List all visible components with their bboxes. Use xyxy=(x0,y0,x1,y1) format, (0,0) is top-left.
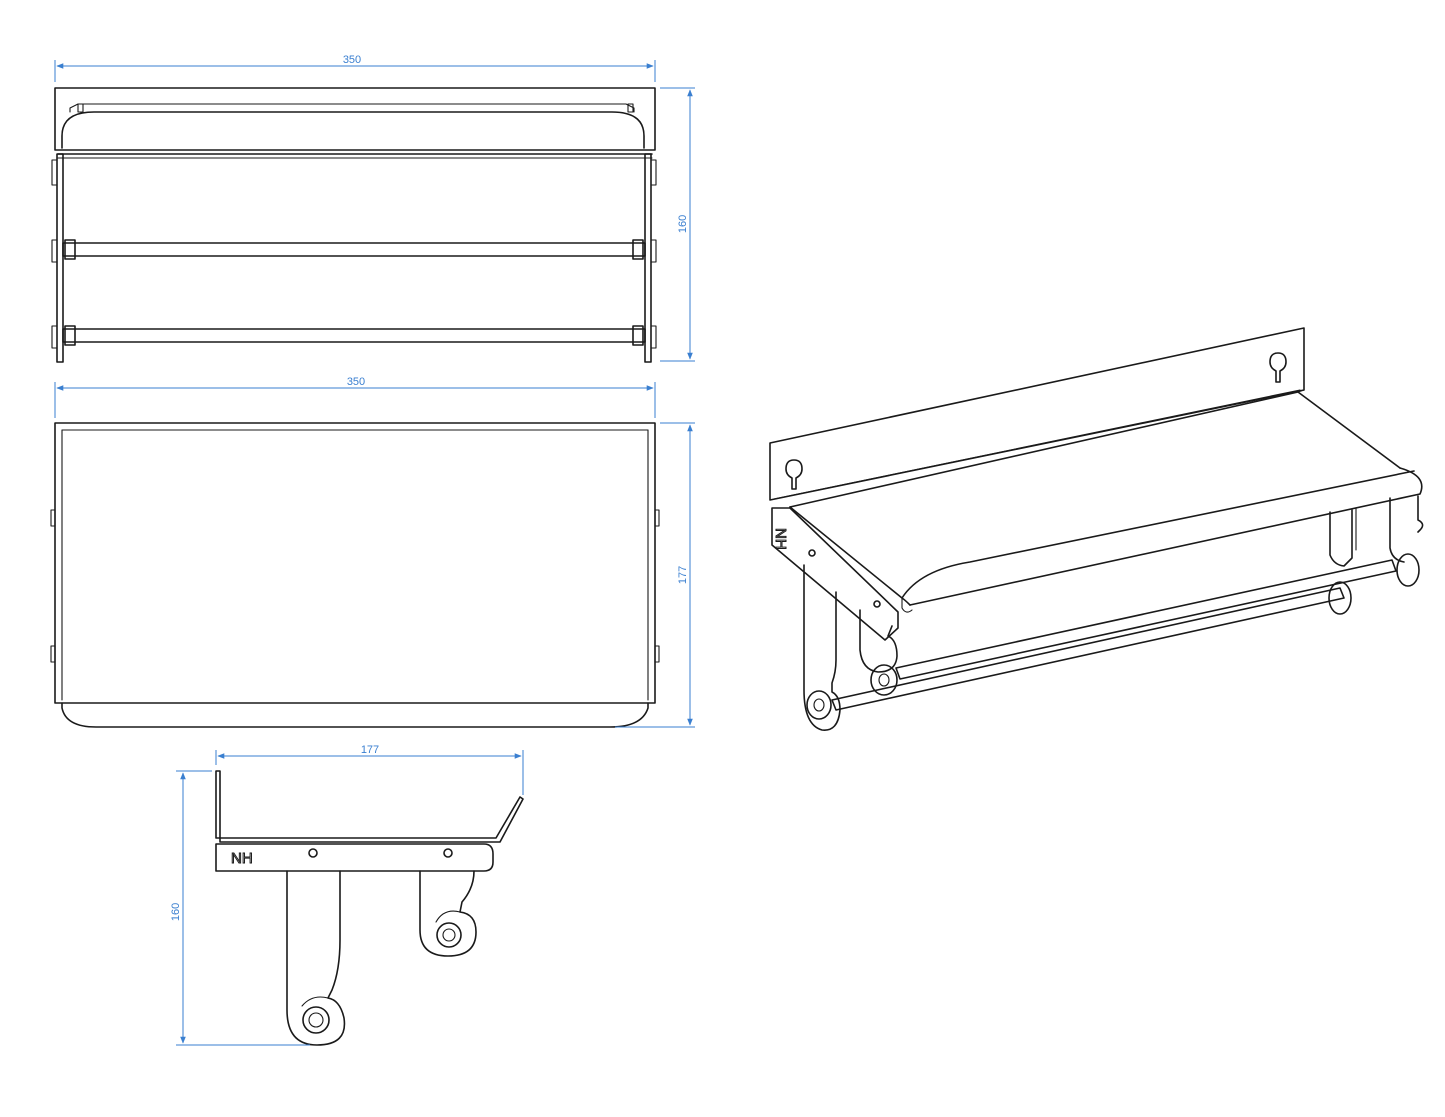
front-view-depth-label: 177 xyxy=(677,566,689,584)
top-view-width-dimension: 350 xyxy=(54,54,656,82)
top-view-height-label: 160 xyxy=(677,215,689,233)
top-view-height-dimension: 160 xyxy=(660,87,695,362)
front-view xyxy=(50,422,660,728)
side-view-height-label: 160 xyxy=(170,903,182,921)
isometric-view: NH xyxy=(769,327,1424,731)
side-view-height-dimension: 160 xyxy=(170,770,310,1046)
keyhole-left xyxy=(785,459,803,490)
isometric-brand-mark: NH xyxy=(772,528,789,550)
side-view: NH xyxy=(215,770,524,1046)
front-view-width-label: 350 xyxy=(347,376,365,388)
top-view-width-label: 350 xyxy=(343,54,361,66)
front-view-depth-dimension: 177 xyxy=(615,422,695,728)
side-view-brand-mark: NH xyxy=(231,850,253,867)
front-view-width-dimension: 350 xyxy=(54,376,656,418)
top-view xyxy=(51,87,657,363)
side-view-width-dimension: 177 xyxy=(215,744,524,795)
keyhole-right xyxy=(1269,352,1287,383)
side-view-width-label: 177 xyxy=(361,744,379,756)
